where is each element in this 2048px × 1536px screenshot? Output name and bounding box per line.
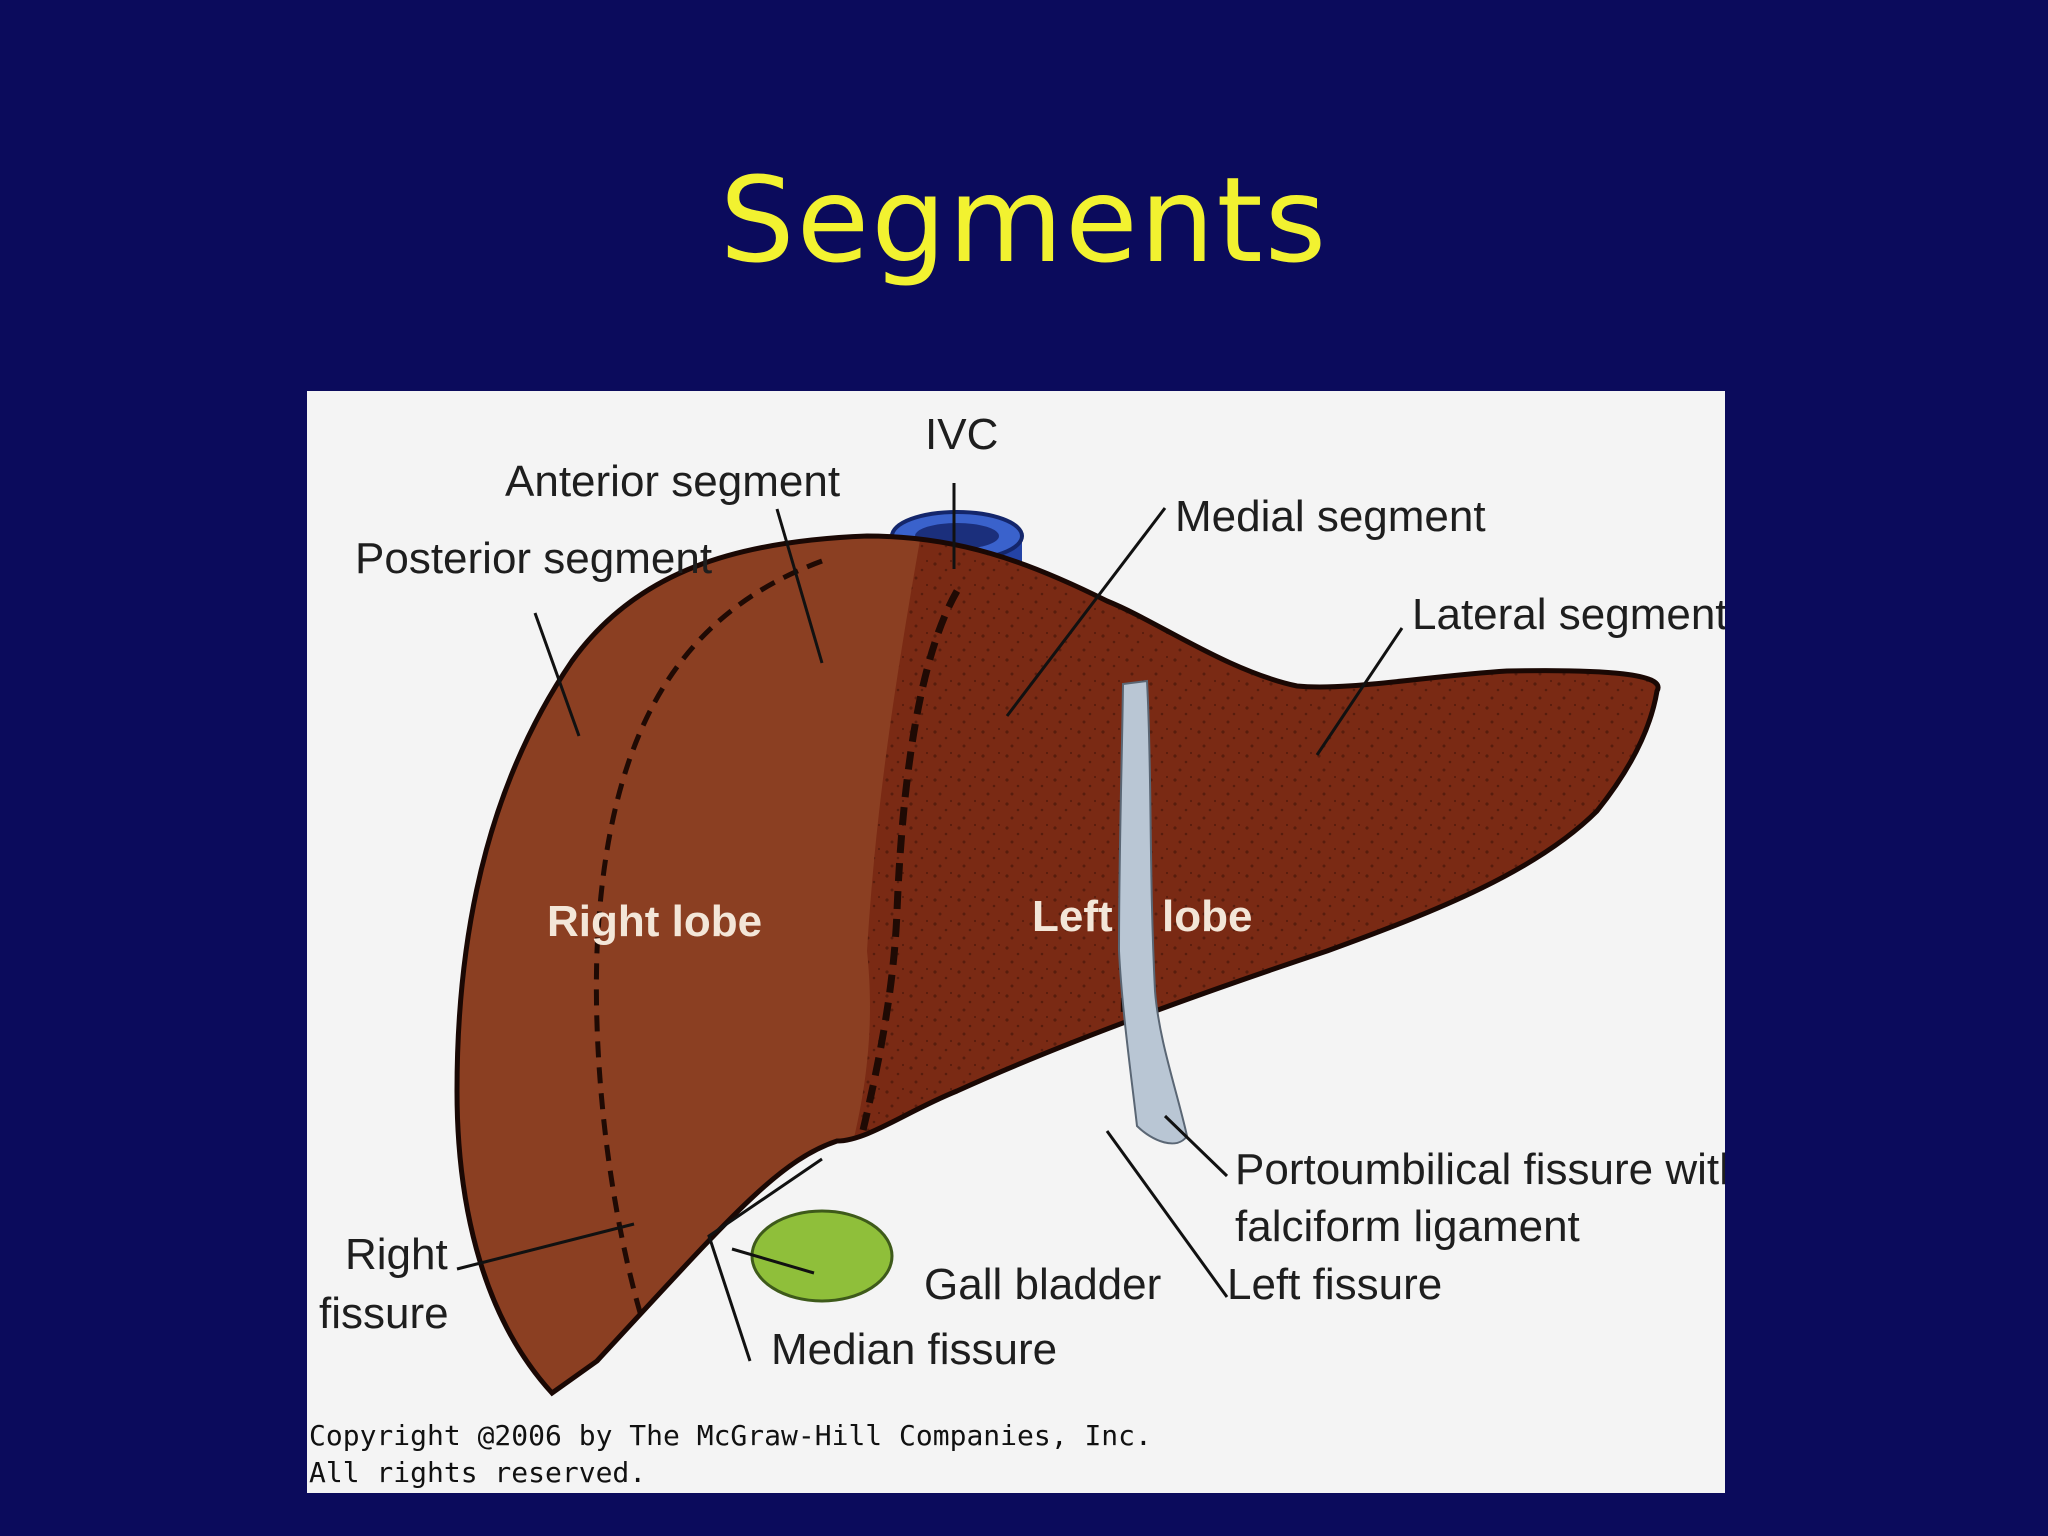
copyright-line-1: Copyright @2006 by The McGraw-Hill Compa… [309, 1419, 1152, 1452]
copyright-notice: Copyright @2006 by The McGraw-Hill Compa… [309, 1417, 1152, 1491]
anterior-segment-label: Anterior segment [505, 457, 840, 506]
leader-lines [456, 483, 1404, 1362]
right-lobe-label: Right lobe [547, 897, 762, 946]
left-lobe-label-part2: lobe [1162, 892, 1252, 941]
slide-title: Segments [719, 151, 1329, 289]
gall-bladder-shape [750, 1209, 894, 1303]
left-fissure-label: Left fissure [1227, 1260, 1442, 1309]
ivc-label: IVC [925, 410, 998, 459]
right-fissure-label-line1: Right [345, 1230, 448, 1279]
median-fissure-label: Median fissure [771, 1325, 1057, 1374]
portoumbilical-fissure-label-line1: Portoumbilical fissure with [1235, 1145, 1725, 1194]
falciform-ligament-shape [1117, 679, 1189, 1145]
copyright-line-2: All rights reserved. [309, 1456, 647, 1489]
lateral-segment-label: Lateral segment [1412, 590, 1725, 639]
right-fissure-label-line2: fissure [319, 1289, 449, 1338]
liver-figure: IVC Anterior segment Posterior segment M… [307, 391, 1725, 1493]
left-lobe-label-part1: Left [1032, 892, 1113, 941]
gall-bladder-label: Gall bladder [924, 1260, 1161, 1309]
liver-outline [454, 533, 1661, 1397]
posterior-segment-label: Posterior segment [355, 534, 712, 583]
medial-segment-label: Medial segment [1175, 492, 1486, 541]
portoumbilical-fissure-label-line2: falciform ligament [1235, 1202, 1580, 1251]
liver-diagram: IVC Anterior segment Posterior segment M… [319, 410, 1725, 1397]
